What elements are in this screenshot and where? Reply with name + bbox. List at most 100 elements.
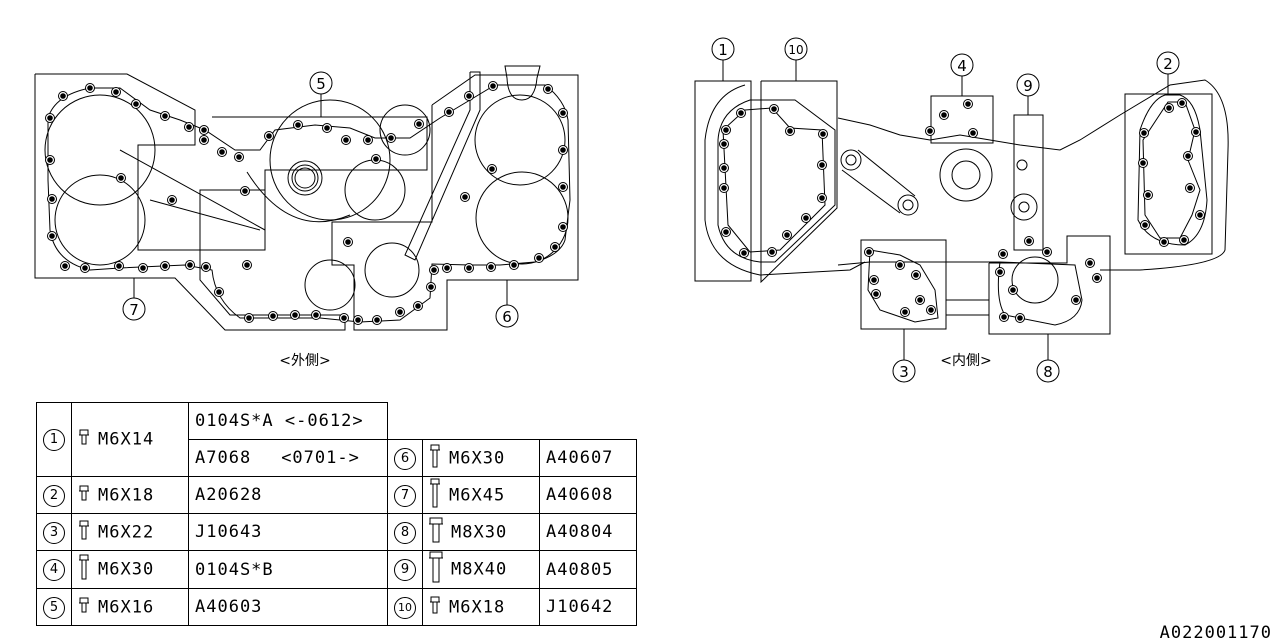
part-number: A20628 xyxy=(188,476,388,514)
ref-number: 2 xyxy=(43,484,65,507)
idler-middle xyxy=(344,159,406,221)
housing-edge-3 xyxy=(246,171,351,223)
bolt-marker xyxy=(292,312,298,318)
part-note: <-0612> xyxy=(284,411,364,431)
pivot-hole-upper-inner xyxy=(845,154,857,166)
bolt-marker xyxy=(902,309,908,315)
bolt-marker xyxy=(444,265,450,271)
callout-5-circle xyxy=(309,71,333,95)
bolt-marker xyxy=(488,264,494,270)
ref-number: 3 xyxy=(43,521,65,544)
callout-3-label: 3 xyxy=(899,363,909,381)
callout-1-label: 1 xyxy=(718,41,728,59)
bolt-marker xyxy=(462,194,468,200)
bolt-marker xyxy=(560,184,566,190)
bolt-cell: M6X22 xyxy=(71,513,189,551)
bolt-marker xyxy=(787,128,793,134)
bolt-marker xyxy=(201,137,207,143)
callout-7-circle xyxy=(122,297,146,321)
callout-8-circle xyxy=(1036,359,1060,383)
bolt-marker xyxy=(1073,297,1079,303)
bolt-marker xyxy=(997,269,1003,275)
oil-pump-rotor xyxy=(951,160,981,190)
callout-3: 3 xyxy=(892,329,916,383)
long-flange-bolt-icon xyxy=(429,444,441,473)
bolt-cell: M6X16 xyxy=(71,588,189,626)
callout-8-label: 8 xyxy=(1043,363,1053,381)
bolt-marker xyxy=(1161,239,1167,245)
bolt-marker xyxy=(324,125,330,131)
bolt-marker xyxy=(873,291,879,297)
cam-pulley-left-bottom xyxy=(54,174,146,266)
bolt-marker xyxy=(741,250,747,256)
housing-edge-2 xyxy=(149,199,261,231)
bolt-marker xyxy=(341,315,347,321)
bolt-marker xyxy=(721,185,727,191)
short-flange-bolt-icon xyxy=(78,520,90,545)
bolt-marker xyxy=(866,249,872,255)
pivot-hole-lower xyxy=(897,194,919,216)
pivot-hole-upper xyxy=(840,149,862,171)
table-row: 3 M6X22 J10643 8 M8X30 A40804 xyxy=(36,513,637,551)
bolt-marker xyxy=(1000,251,1006,257)
bolt-cell: M6X14 xyxy=(71,402,189,477)
bolt-marker xyxy=(927,128,933,134)
bolt-marker xyxy=(388,135,394,141)
bolt-marker xyxy=(560,224,566,230)
bolt-marker xyxy=(397,309,403,315)
table-row: A7068<0701-> 6 M6X30 A40607 xyxy=(37,439,637,477)
bolt-marker xyxy=(162,113,168,119)
bolt-marker xyxy=(162,263,168,269)
outer-view-label: <外側> xyxy=(279,353,330,369)
part-number: A40608 xyxy=(539,476,637,514)
ref-cell: 3 xyxy=(36,513,72,551)
table-row: 4 M6X30 0104S*B 9 M8X40 A40805 xyxy=(36,550,637,589)
bolt-size: M6X18 xyxy=(98,485,155,505)
ref-cell: 9 xyxy=(387,550,423,589)
callout-6-label: 6 xyxy=(502,308,512,326)
table-row: 2 M6X18 A20628 7 M6X45 A40608 xyxy=(36,476,637,514)
callout-10-label: 10 xyxy=(788,43,803,57)
bolt-marker xyxy=(87,85,93,91)
bolt-cell: M8X40 xyxy=(422,550,540,589)
oil-filler-cap xyxy=(504,65,541,101)
bolt-marker xyxy=(913,272,919,278)
bolt-size: M6X30 xyxy=(98,559,155,580)
callout-10: 10 xyxy=(784,37,808,81)
crank-sprocket xyxy=(287,160,323,196)
bolt-marker xyxy=(552,244,558,250)
bolt-marker xyxy=(1141,130,1147,136)
table-row: 5 M6X16 A40603 10 M6X18 J10642 xyxy=(36,588,637,626)
bolt-size: M8X30 xyxy=(451,522,508,542)
bolt-marker xyxy=(415,303,421,309)
tensioner-pulley xyxy=(364,242,420,298)
callout-4-label: 4 xyxy=(957,57,967,75)
ref-number: 9 xyxy=(394,559,416,581)
bolt-cell: M8X30 xyxy=(422,513,540,551)
callout-9-label: 9 xyxy=(1023,77,1033,95)
ref-number: 5 xyxy=(43,596,65,619)
bolt-marker xyxy=(1017,315,1023,321)
parts-table: 1 M6X14 0104S*A <-0612> A7068<0701-> 6 M… xyxy=(36,402,637,626)
group-box-7 xyxy=(34,73,346,331)
bracket-hole xyxy=(1016,159,1028,171)
bolt-marker xyxy=(216,289,222,295)
inner-left-gasket xyxy=(717,99,836,263)
bolt-marker xyxy=(490,83,496,89)
bolt-marker xyxy=(466,265,472,271)
bolt-marker xyxy=(1193,129,1199,135)
inner-center-housing xyxy=(837,79,1229,271)
bolt-marker xyxy=(738,110,744,116)
bolt-marker xyxy=(489,166,495,172)
water-pump-outline xyxy=(997,261,1083,326)
bolt-marker xyxy=(1179,100,1185,106)
callout-4-circle xyxy=(950,53,974,77)
bolt-marker xyxy=(47,157,53,163)
bolt-marker xyxy=(1026,238,1032,244)
bolt-marker xyxy=(113,89,119,95)
empty-cell xyxy=(387,402,637,440)
callout-6-circle xyxy=(495,304,519,328)
part-number: J10642 xyxy=(539,588,637,626)
part-number: A40607 xyxy=(539,439,637,477)
bolt-marker xyxy=(133,101,139,107)
